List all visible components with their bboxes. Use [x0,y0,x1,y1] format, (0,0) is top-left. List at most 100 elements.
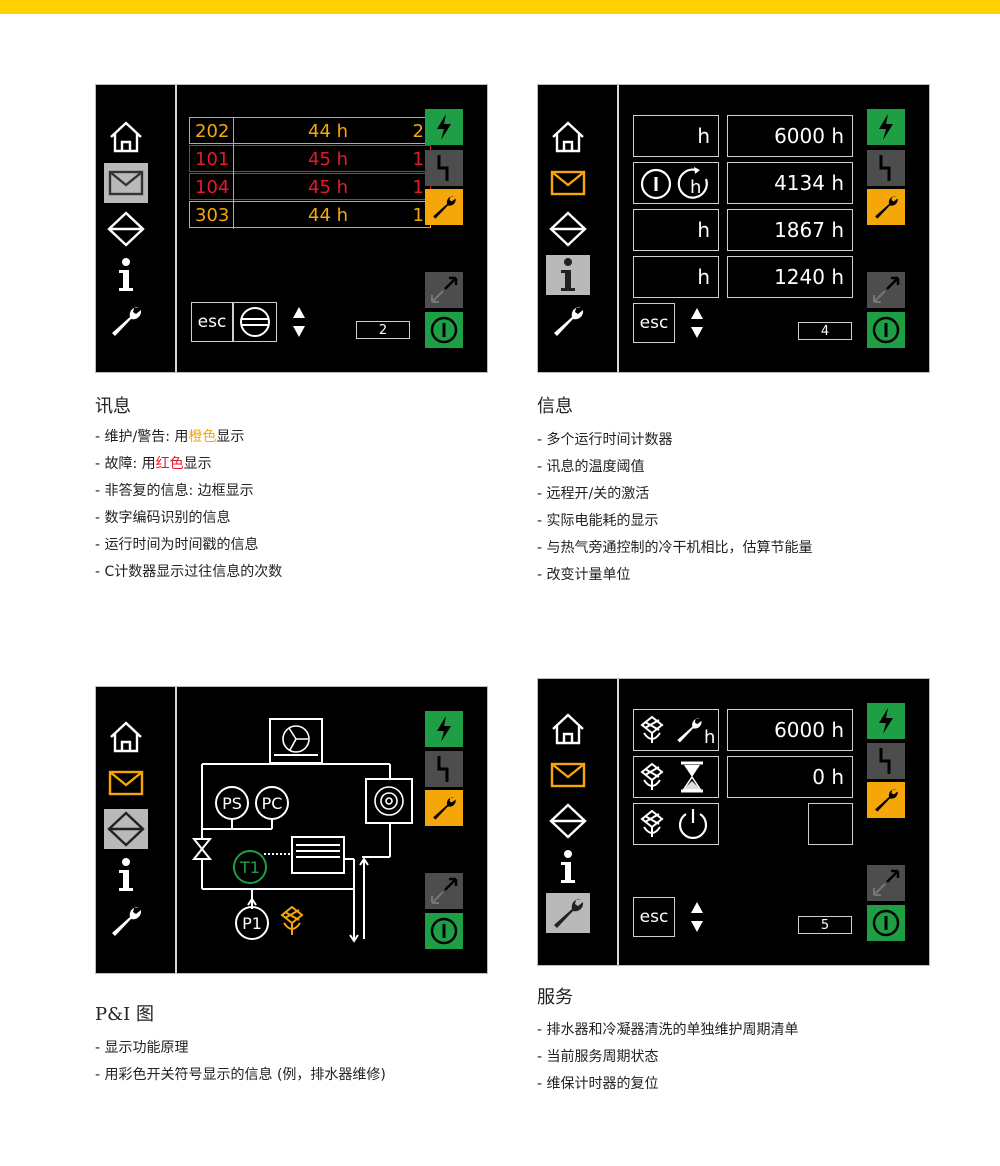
drain-timer-box[interactable] [633,756,719,798]
counter-unit-box[interactable]: h [633,115,719,157]
remote-icon [873,276,900,303]
updown-arrows-icon[interactable] [291,305,307,339]
wrench-icon [433,196,456,219]
p1-sensor-icon [235,906,269,940]
drain-service-box[interactable]: h [633,709,719,751]
message-row[interactable]: 202 44 h 2 [189,117,431,144]
nav-service[interactable] [104,901,148,941]
mail-icon [108,770,144,796]
nav-messages[interactable] [104,163,148,203]
nav-service[interactable] [546,893,590,933]
message-count: 1 [412,205,424,226]
power-icon [872,909,900,937]
maintenance-button[interactable] [867,189,905,225]
nav-service[interactable] [546,301,590,341]
t1-label: T1 [239,858,260,877]
nav-home[interactable] [104,717,148,757]
diamond-icon [549,803,587,839]
drain-icon [640,809,664,837]
message-row[interactable]: 104 45 h 1 [189,173,431,200]
counter-unit-box[interactable]: h [633,256,719,298]
list-item: - 用彩色开关符号显示的信息 (例，排水器维修) [95,1067,386,1083]
home-icon [552,121,584,153]
drain-icon [280,905,304,935]
message-time: 45 h [308,149,349,170]
nav-info[interactable] [546,255,590,295]
power-button[interactable] [425,312,463,348]
list-item: - 改变计量单位 [537,567,631,583]
nav-info[interactable] [546,847,590,887]
screen-service: h 6000 h 0 h esc 5 [537,678,930,966]
nav-messages[interactable] [546,163,590,203]
message-row[interactable]: 303 44 h 1 [189,201,431,228]
nav-service[interactable] [104,301,148,341]
power-button[interactable] [425,913,463,949]
page-indicator: 2 [356,321,410,339]
page-indicator: 4 [798,322,852,340]
nav-info[interactable] [104,855,148,895]
fault-icon [879,748,891,774]
lightning-button[interactable] [425,711,463,747]
pc-label: PC [262,794,283,813]
counter-unit-box[interactable]: h [633,209,719,251]
lightning-button[interactable] [425,109,463,145]
lightning-button[interactable] [867,109,905,145]
esc-button[interactable]: esc [633,897,675,937]
counter-unit-box[interactable]: h [633,162,719,204]
updown-arrows-icon[interactable] [689,306,705,340]
info-icon [119,258,133,291]
remote-button[interactable] [425,873,463,909]
page-indicator: 5 [798,916,852,934]
drain-icon [640,762,664,790]
power-button[interactable] [867,905,905,941]
lightning-icon [437,114,451,140]
nav-pid[interactable] [546,801,590,841]
section-title-service: 服务 [537,987,573,1008]
remote-icon [431,276,458,303]
nav-home[interactable] [546,117,590,157]
divider [617,85,619,372]
interval-unit-label: h [704,726,716,748]
nav-home[interactable] [104,117,148,157]
info-icon [561,850,575,883]
power-button[interactable] [867,312,905,348]
wrench-icon [875,789,898,812]
remote-button[interactable] [425,272,463,308]
nav-pid[interactable] [104,209,148,249]
screen-messages: 202 44 h 2 101 45 h 1 104 45 h 1 303 44 … [95,84,488,373]
maintenance-button[interactable] [867,782,905,818]
fault-button[interactable] [867,150,905,186]
information-feature-list: - 多个运行时间计数器 - 讯息的温度阈值 - 远程开/关的激活 - 实际电能耗… [537,427,813,589]
wrench-icon [554,306,584,336]
fault-button[interactable] [425,751,463,787]
nav-pid[interactable] [546,209,590,249]
message-row[interactable]: 101 45 h 1 [189,145,431,172]
nav-pid[interactable] [104,809,148,849]
reset-checkbox[interactable] [808,803,853,845]
acknowledge-button[interactable] [233,302,277,342]
remote-button[interactable] [867,272,905,308]
screen-pid: PS PC T1 P1 [95,686,488,974]
wrench-icon [112,306,142,336]
fault-button[interactable] [867,743,905,779]
drain-reset-box[interactable] [633,803,719,845]
wrench-icon [677,718,702,743]
list-item: - 讯息的温度阈值 [537,459,645,475]
fault-button[interactable] [425,150,463,186]
nav-home[interactable] [546,709,590,749]
updown-arrows-icon[interactable] [689,900,705,934]
message-time: 44 h [308,205,349,226]
nav-messages[interactable] [104,763,148,803]
lightning-button[interactable] [867,703,905,739]
nav-info[interactable] [104,255,148,295]
nav-messages[interactable] [546,755,590,795]
list-item: - 维护/警告: 用橙色显示 [95,429,245,445]
p1-label: P1 [242,914,262,933]
compressor-box [365,778,413,824]
maintenance-button[interactable] [425,790,463,826]
remote-button[interactable] [867,865,905,901]
esc-button[interactable]: esc [633,303,675,343]
diamond-icon [107,211,145,247]
esc-button[interactable]: esc [191,302,233,342]
maintenance-button[interactable] [425,189,463,225]
